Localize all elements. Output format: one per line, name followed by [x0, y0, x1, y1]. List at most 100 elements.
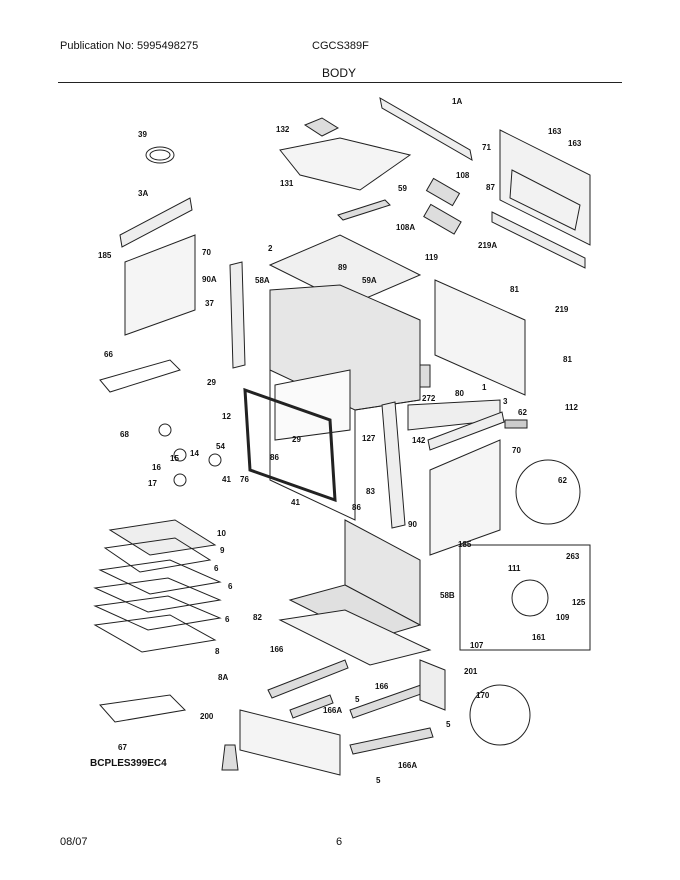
part-top-rail: [379, 97, 473, 161]
callout: 81: [510, 285, 519, 294]
callout: 58A: [255, 276, 270, 285]
part-broil-element: [99, 359, 181, 393]
callout: 263: [566, 552, 580, 561]
callout: 107: [470, 641, 484, 650]
part-small-plate: [303, 117, 340, 137]
callout: 170: [476, 691, 490, 700]
callout: 87: [486, 183, 495, 192]
part-drawer-front: [239, 709, 341, 776]
callout-labels: 1A 132 39 163 163 71 131 59 108 87 3A 2 …: [98, 97, 586, 785]
callout: 127: [362, 434, 376, 443]
callout: 90A: [202, 275, 217, 284]
part-bracket-59: [337, 199, 391, 221]
part-201-side: [419, 659, 446, 711]
callout: 70: [512, 446, 521, 455]
callout: 131: [280, 179, 294, 188]
callout: 39: [138, 130, 147, 139]
callout: 86: [270, 453, 279, 462]
part-strip-90A: [229, 261, 246, 369]
callout: 163: [548, 127, 562, 136]
callout: 70: [202, 248, 211, 257]
part-3-strip: [427, 411, 505, 451]
part-door-frame: [243, 387, 337, 503]
callout: 90: [408, 520, 417, 529]
callout: 112: [565, 403, 578, 412]
model-number: CGCS389F: [312, 40, 369, 52]
part-left-side-panel: [124, 234, 196, 336]
part-wire-coil: [145, 146, 175, 164]
callout: 62: [518, 408, 527, 417]
publication-number: Publication No: 5995498275: [60, 40, 199, 52]
callout: 89: [338, 263, 347, 272]
callout: 62: [558, 476, 567, 485]
callout: 125: [572, 598, 586, 607]
callout: 3A: [138, 189, 148, 198]
part-bake-element: [99, 694, 187, 723]
callout: 80: [455, 389, 464, 398]
callout: 5: [446, 720, 451, 729]
callout: 14: [190, 449, 199, 458]
callout: 161: [532, 633, 546, 642]
part-top-panel: [279, 137, 412, 191]
part-drip-pan: [93, 614, 217, 653]
callout: 119: [425, 253, 438, 262]
callout: 41: [222, 475, 231, 484]
part-oven-rack: [98, 559, 222, 595]
callout: 15: [170, 454, 179, 463]
section-title: BODY: [322, 66, 357, 80]
callout: 142: [412, 436, 426, 445]
callout: 219A: [478, 241, 497, 250]
callout: 16: [152, 463, 161, 472]
callout: 68: [120, 430, 129, 439]
part-left-strip: [119, 197, 193, 248]
part-fan-assembly-box: [459, 544, 591, 651]
callout: 166A: [323, 706, 342, 715]
callout: 67: [118, 743, 127, 752]
callout: 1: [482, 383, 487, 392]
callout: 86: [352, 503, 361, 512]
callout: 9: [220, 546, 225, 555]
part-108A: [423, 203, 462, 235]
callout: 54: [216, 442, 225, 451]
callout: 29: [207, 378, 216, 387]
callout: 163: [568, 139, 582, 148]
callout: 37: [205, 299, 214, 308]
callout: 166A: [398, 761, 417, 770]
callout: 109: [556, 613, 570, 622]
callout: 2: [268, 244, 273, 253]
callout: 185: [98, 251, 112, 260]
page-number: 6: [336, 836, 343, 848]
callout: 59: [398, 184, 407, 193]
part-knob: [158, 423, 172, 437]
diagram-code: BCPLES399EC4: [90, 758, 167, 769]
callout: 272: [422, 394, 436, 403]
callout: 83: [366, 487, 375, 496]
part-broiler-pan: [103, 537, 212, 573]
part-drawer-rail: [267, 659, 349, 699]
part-166A-rail: [289, 694, 334, 719]
callout: 6: [225, 615, 230, 624]
callout: 29: [292, 435, 301, 444]
callout: 58B: [440, 591, 455, 600]
part-leveling-leg: [221, 744, 239, 771]
callout: 41: [291, 498, 300, 507]
header-rule: [58, 82, 622, 83]
part-62-zoom: [515, 459, 581, 525]
part-108: [425, 177, 461, 207]
part-broiler-tray: [108, 519, 217, 556]
part-right-side-panel: [429, 439, 501, 556]
part-272: [419, 364, 431, 388]
callout: 5: [355, 695, 360, 704]
callout: 59A: [362, 276, 377, 285]
part-terminal-block: [504, 419, 528, 429]
callout: 3: [503, 397, 508, 406]
part-rear-rail: [491, 211, 586, 269]
part-170-zoom: [469, 684, 531, 746]
callout: 5: [376, 776, 381, 785]
callout: 185: [458, 540, 472, 549]
callout: 17: [148, 479, 157, 488]
callout: 6: [214, 564, 219, 573]
callout: 8: [215, 647, 220, 656]
part-right-side-frame: [434, 279, 526, 396]
